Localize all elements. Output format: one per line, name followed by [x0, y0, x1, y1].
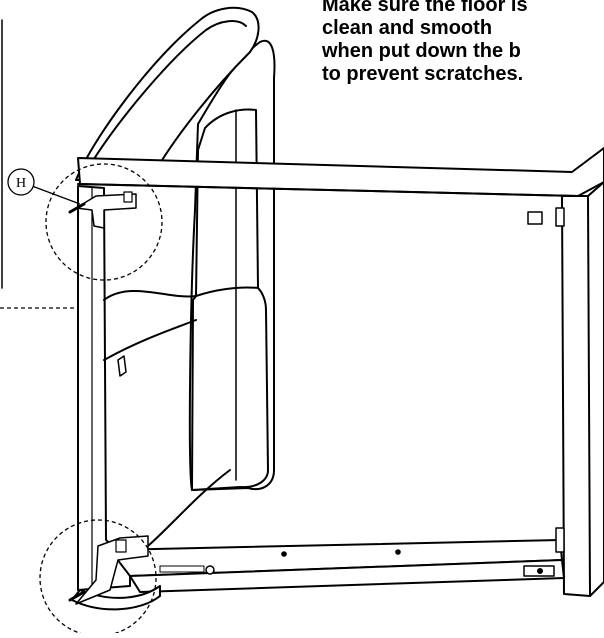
- pin-top-left: [68, 202, 86, 214]
- bracket-bottom-right-hole: [537, 568, 543, 574]
- arm-top-inner-line: [91, 20, 247, 163]
- right-panel-inner-edge: [587, 195, 591, 597]
- bracket-side-right-upper: [555, 207, 565, 227]
- detail-circle-top: [45, 163, 163, 281]
- right-side-panel: [561, 181, 604, 597]
- bottom-rail-hole-1: [281, 551, 287, 557]
- bottom-rail-hole-2: [395, 549, 401, 555]
- hook-top-left: [75, 193, 137, 229]
- bottom-rail-screw: [205, 565, 215, 575]
- latch-bottom-left: [115, 539, 127, 553]
- note-line-3: when put down the b: [322, 40, 521, 62]
- instruction-note: Make sure the floor is clean and smooth …: [322, 0, 528, 86]
- pin-top-left-slot: [123, 191, 133, 203]
- top-rail-edge: [77, 183, 579, 197]
- rear-panel-upper-cushion: [195, 108, 259, 297]
- detail-circle-bottom: [39, 519, 157, 637]
- upright-latch: [117, 355, 127, 377]
- bracket-side-right-lower: [555, 527, 565, 553]
- hook-bottom-left: [75, 535, 149, 605]
- callout-label: H: [16, 176, 26, 191]
- pin-bottom-left: [68, 590, 86, 602]
- base-foot: [71, 585, 161, 611]
- arm-top-cushion: [75, 6, 260, 181]
- bracket-top-right: [527, 211, 543, 225]
- note-line-4: to prevent scratches.: [322, 63, 524, 85]
- note-line-2: clean and smooth: [322, 17, 493, 39]
- rear-panel-lower-cushion: [191, 286, 269, 491]
- callout-circle: [7, 168, 35, 196]
- note-line-1: Make sure the floor is: [322, 0, 528, 16]
- callout-leader: [31, 185, 81, 205]
- bottom-rail-lower: [129, 559, 565, 593]
- left-front-upright: [77, 185, 131, 591]
- bottom-rail-label: [159, 565, 205, 573]
